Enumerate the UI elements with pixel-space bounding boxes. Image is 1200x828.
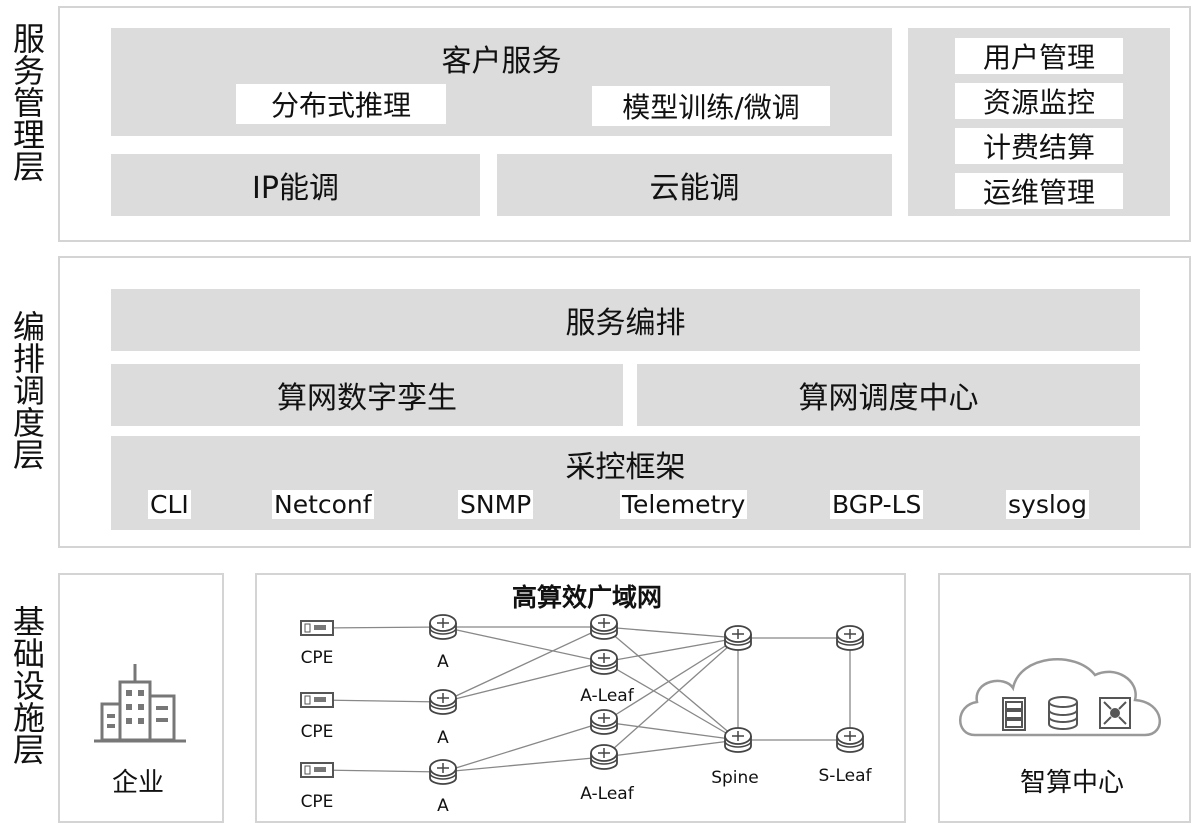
a-label: A <box>437 796 449 816</box>
cpe-label: CPE <box>300 792 334 812</box>
service-orchestration-block: 服务编排 <box>111 289 1140 351</box>
server-icon <box>1002 697 1026 731</box>
resource-monitoring: 资源监控 <box>955 83 1123 119</box>
cloud-scheduling-block: 云能调 <box>497 154 892 216</box>
database-icon <box>1048 696 1078 730</box>
router-icon <box>724 625 752 651</box>
cpe-label: CPE <box>300 722 334 742</box>
a-leaf-label: A-Leaf <box>580 784 634 804</box>
link <box>603 637 739 723</box>
cloud-icon <box>959 658 1161 737</box>
link <box>603 626 739 741</box>
protocol-cli: CLI <box>148 490 191 519</box>
user-management: 用户管理 <box>955 38 1123 74</box>
router-icon <box>836 625 864 651</box>
link <box>316 769 444 773</box>
infrastructure-layer-label: 基础设施层 <box>8 605 46 765</box>
operations-management: 运维管理 <box>955 173 1123 209</box>
link <box>603 739 739 758</box>
link <box>603 721 739 741</box>
link <box>603 637 739 663</box>
link <box>603 661 739 741</box>
cpe-icon <box>300 692 334 708</box>
s-leaf-label: S-Leaf <box>818 766 872 786</box>
router-icon <box>724 727 752 753</box>
a-label: A <box>437 652 449 672</box>
link <box>442 626 605 703</box>
building-icon <box>94 664 186 743</box>
link <box>442 626 605 663</box>
router-icon <box>590 649 618 675</box>
collection-framework-title: 采控框架 <box>565 450 686 485</box>
link <box>603 637 739 758</box>
enterprise-panel <box>58 573 224 823</box>
wan-title: 高算效广域网 <box>512 583 663 612</box>
cpe-icon <box>300 620 334 636</box>
router-icon <box>429 759 457 785</box>
orchestration-layer-label: 编排调度层 <box>8 310 46 470</box>
router-icon <box>429 614 457 640</box>
a-label: A <box>437 728 449 748</box>
protocol-bgp-ls: BGP-LS <box>830 490 924 519</box>
customer-service-title: 客户服务 <box>441 44 562 79</box>
link <box>603 626 739 639</box>
billing: 计费结算 <box>955 128 1123 164</box>
scheduling-center-block: 算网调度中心 <box>637 364 1140 426</box>
service-layer-label: 服务管理层 <box>8 22 46 182</box>
protocol-netconf: Netconf <box>272 490 374 519</box>
cpe-icon <box>300 762 334 778</box>
enterprise-label: 企业 <box>112 768 165 798</box>
wan-panel <box>255 573 906 823</box>
router-icon <box>590 709 618 735</box>
protocol-syslog: syslog <box>1006 490 1089 519</box>
link <box>442 721 605 773</box>
distributed-inference: 分布式推理 <box>236 84 446 124</box>
switch-icon <box>1099 697 1131 729</box>
link <box>442 756 605 773</box>
router-icon <box>590 744 618 770</box>
link <box>316 699 444 703</box>
protocol-snmp: SNMP <box>458 490 534 519</box>
a-leaf-label: A-Leaf <box>580 686 634 706</box>
router-icon <box>429 689 457 715</box>
protocol-telemetry: Telemetry <box>620 490 748 519</box>
model-training: 模型训练/微调 <box>592 86 830 126</box>
router-icon <box>590 614 618 640</box>
cpe-label: CPE <box>300 648 334 668</box>
router-icon <box>836 727 864 753</box>
datacenter-label: 智算中心 <box>1020 768 1125 798</box>
digital-twin-block: 算网数字孪生 <box>111 364 623 426</box>
link <box>442 661 605 703</box>
spine-label: Spine <box>711 768 759 788</box>
link <box>316 626 444 629</box>
ip-scheduling-block: IP能调 <box>111 154 480 216</box>
